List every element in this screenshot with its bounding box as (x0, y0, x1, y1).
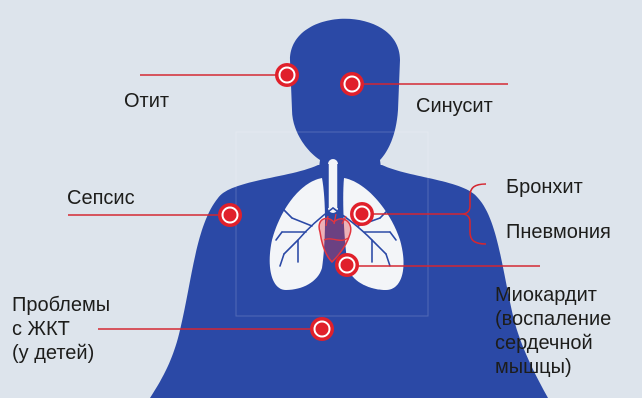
target-dot-icon (350, 202, 374, 226)
label-bronchitis: Бронхит (506, 175, 583, 199)
target-dot-icon (218, 203, 242, 227)
head-and-neck (290, 19, 400, 175)
label-myocarditis: Миокардит (воспаление сердечной мышцы) (495, 283, 611, 379)
label-sepsis: Сепсис (67, 186, 135, 210)
target-dot-icon (275, 63, 299, 87)
label-pneumonia: Пневмония (506, 220, 611, 244)
target-dot-icon (310, 317, 334, 341)
target-dot-icon (335, 253, 359, 277)
label-gi-problems: Проблемы с ЖКТ (у детей) (12, 293, 110, 365)
label-otitis: Отит (124, 89, 169, 113)
label-sinusitis: Синусит (416, 94, 493, 118)
target-dot-icon (340, 72, 364, 96)
